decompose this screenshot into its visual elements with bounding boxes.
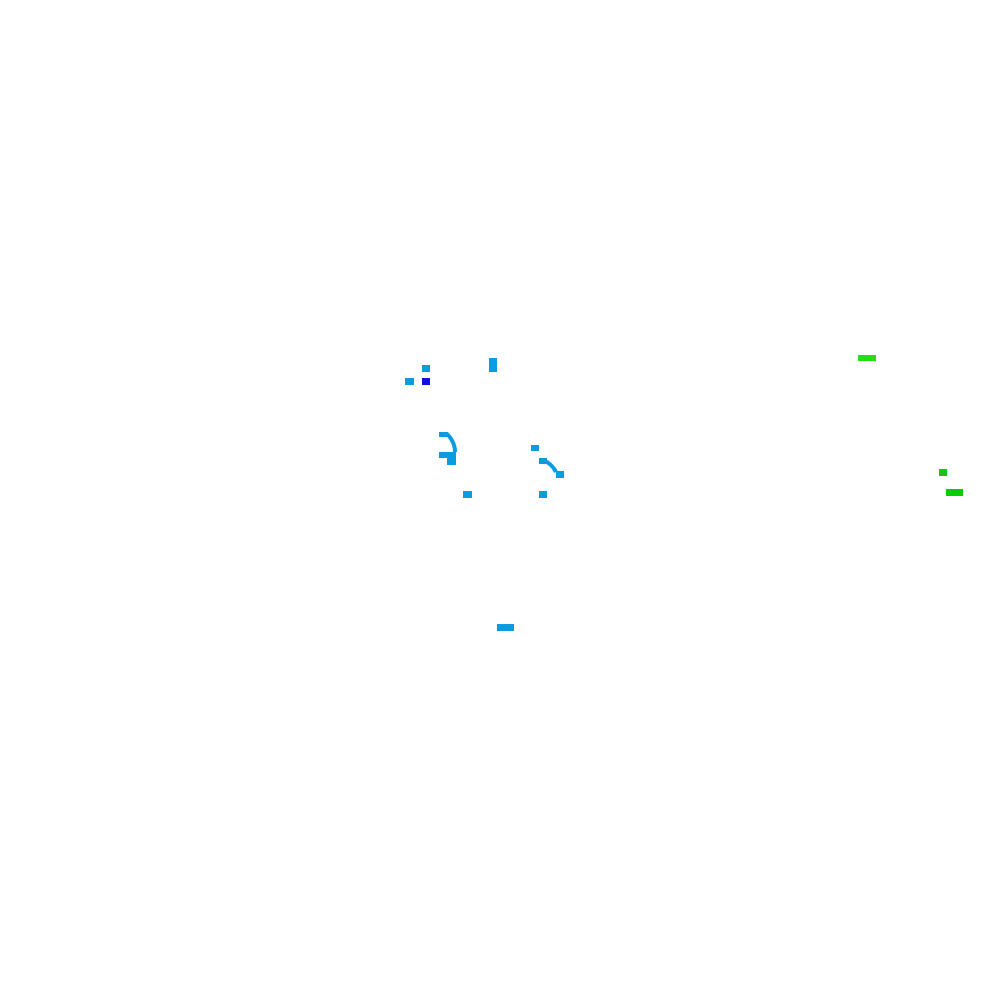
- blue-fragment-15: [439, 432, 447, 437]
- blue-fragment-7: [447, 458, 456, 465]
- blue-fragment-6: [439, 452, 456, 458]
- blue-fragment-5: [439, 432, 457, 453]
- blue-fragment-4: [489, 358, 497, 372]
- blue-fragment-9: [538, 459, 558, 473]
- green-fragment-1: [858, 355, 876, 361]
- blue-fragment-10: [556, 471, 564, 478]
- blue-fragment-11: [463, 491, 472, 498]
- blue-fragment-14: [539, 458, 547, 464]
- blue-fragment-2: [422, 365, 430, 372]
- green-fragment-2: [939, 469, 947, 476]
- blue-fragment-13: [497, 624, 514, 631]
- blue-fragment-12: [539, 491, 547, 498]
- green-fragment-3: [946, 489, 963, 496]
- blue-fragment-3: [422, 378, 430, 385]
- blue-fragment-8: [531, 445, 539, 451]
- blue-fragment-1: [405, 378, 414, 385]
